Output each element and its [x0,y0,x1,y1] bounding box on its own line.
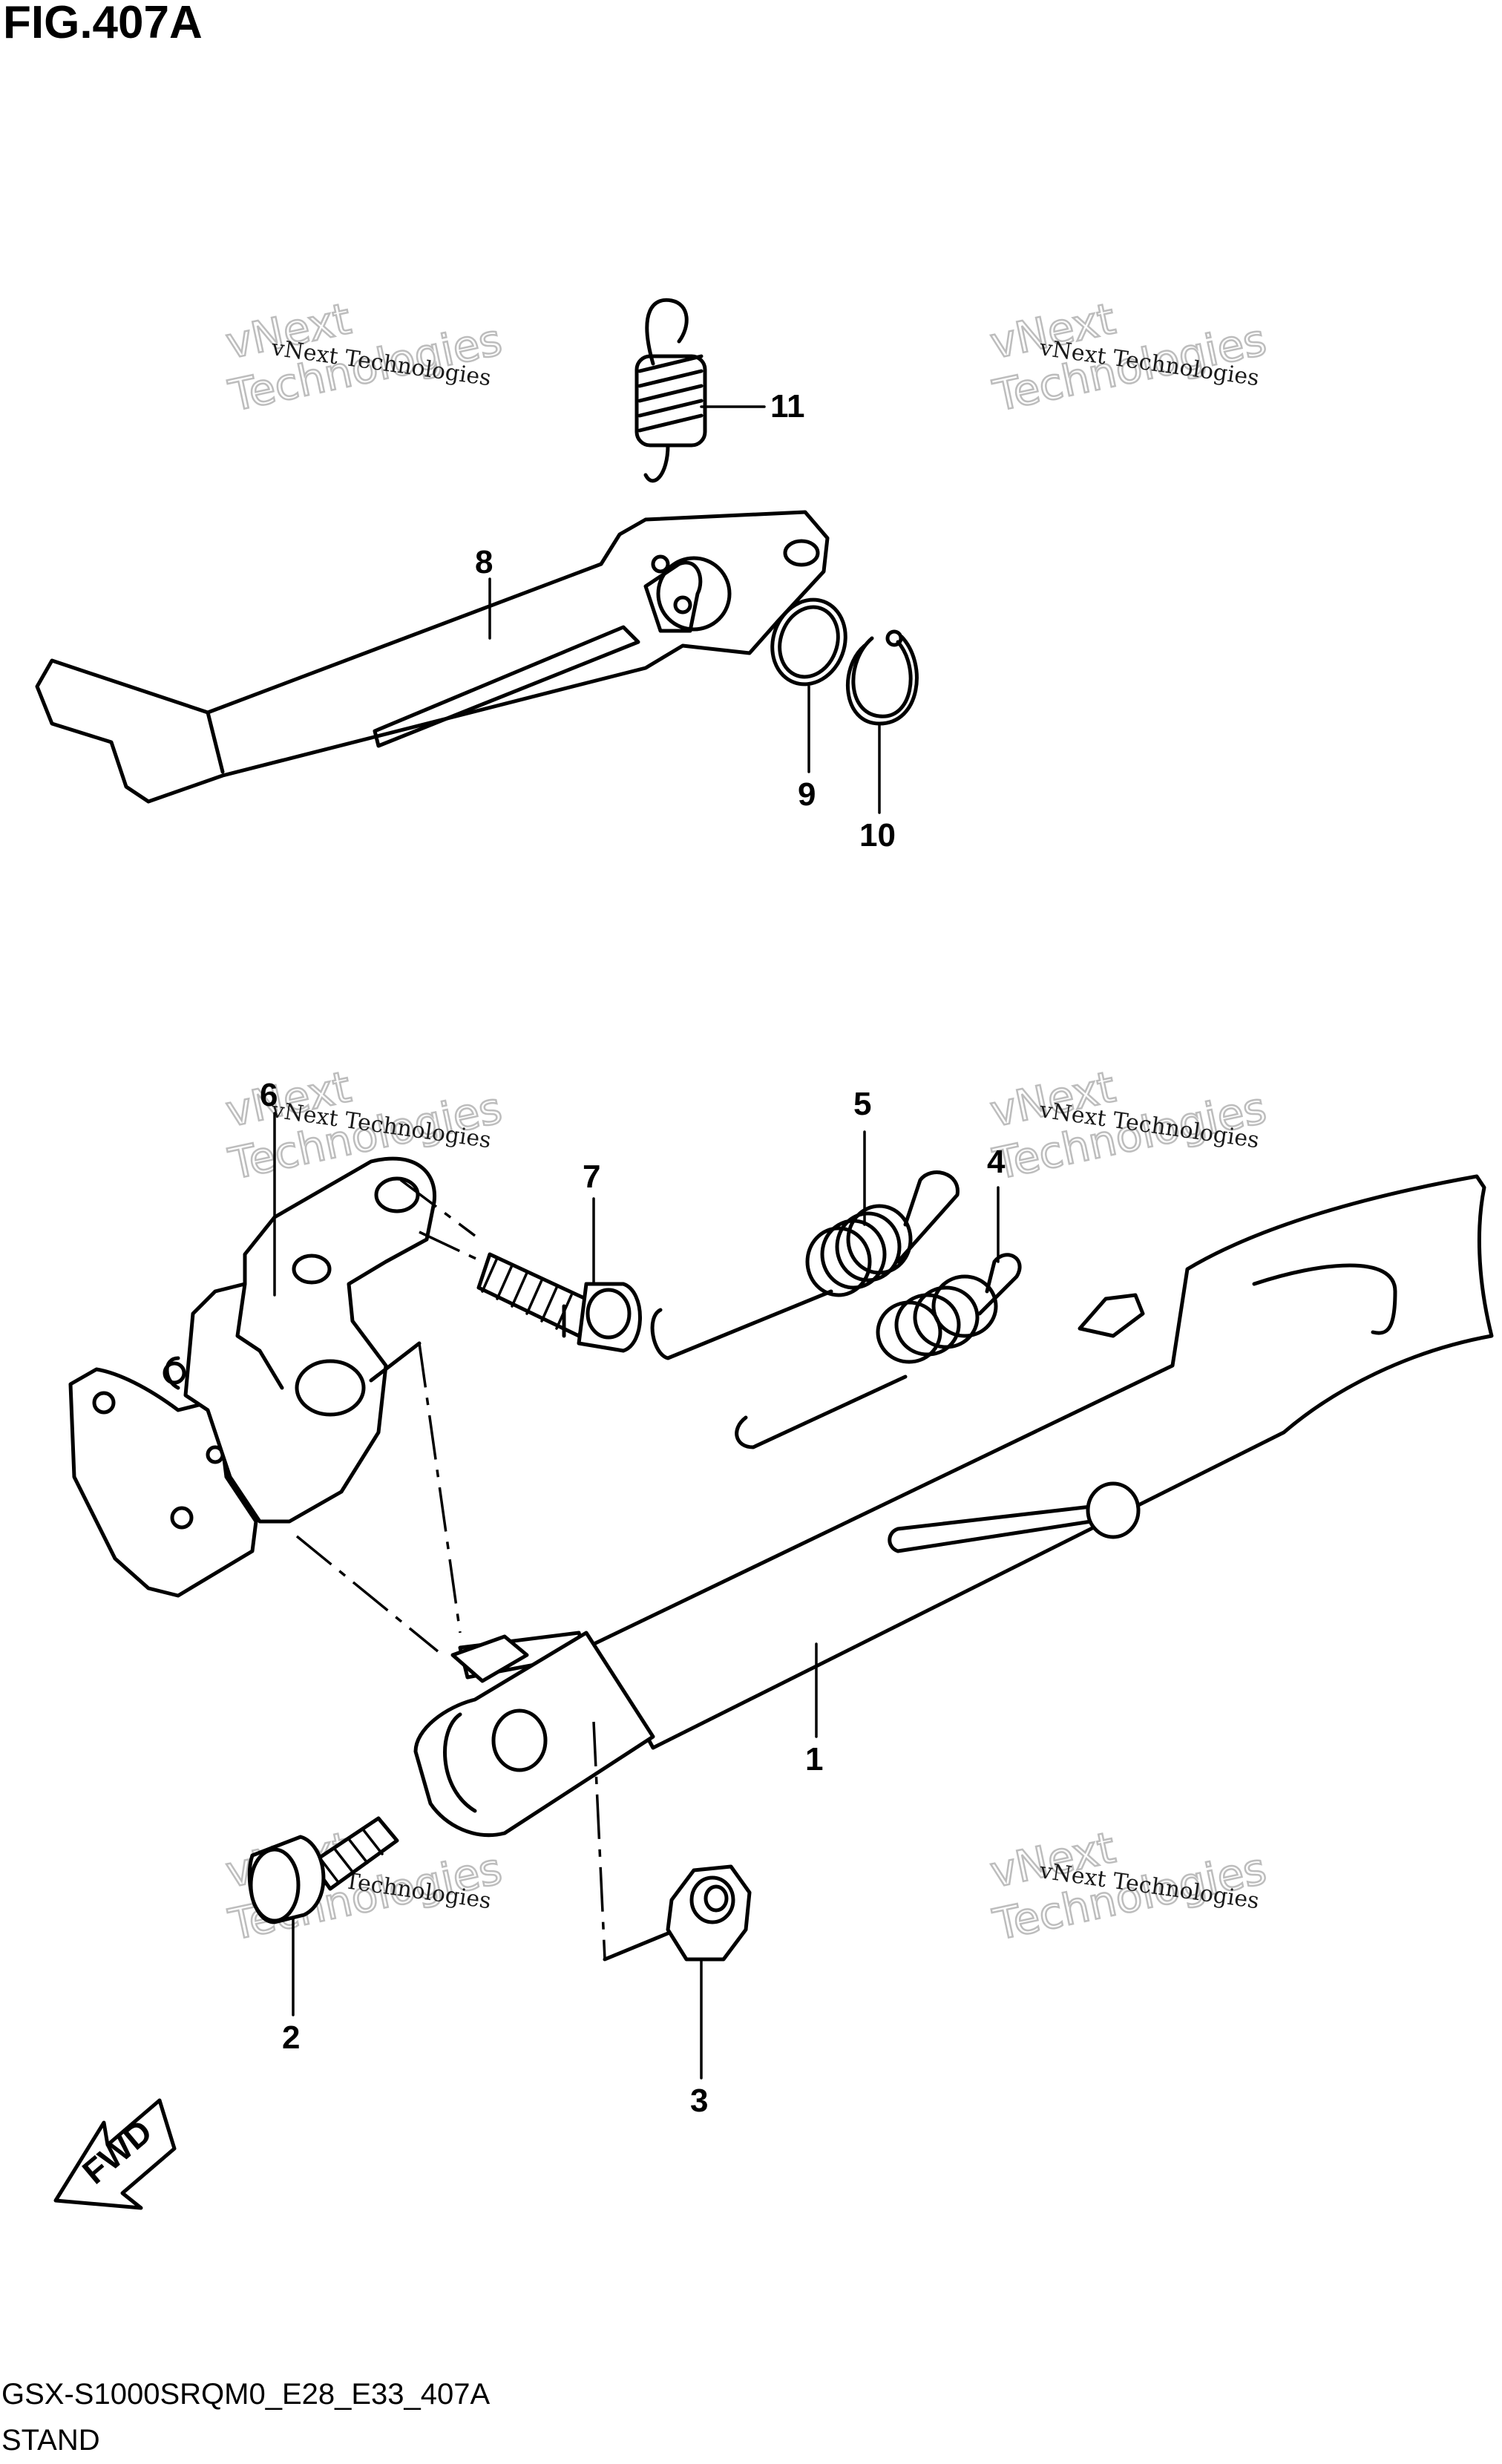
callout-7: 7 [583,1159,600,1195]
part-7-bolt [476,1252,642,1353]
callout-9: 9 [798,776,816,813]
watermark-top-right: vNext Technologies [985,292,1271,422]
callout-11: 11 [770,388,805,425]
part-11-spring [634,298,707,483]
callout-2: 2 [282,2019,300,2056]
part-1-sidestand [413,1174,1494,1838]
figure-code: GSX-S1000SRQM0_E28_E33_407A [1,2378,491,2411]
part-8-lever [35,510,830,804]
callout-1: 1 [805,1741,823,1777]
callout-10: 10 [859,817,896,853]
part-9-washer [770,597,847,687]
part-3-nut [666,1864,752,1962]
callout-5: 5 [853,1086,871,1122]
callout-8: 8 [475,544,493,580]
callout-6: 6 [260,1077,278,1113]
watermark-top-left: vNext Technologies [220,292,507,422]
part-4-spring [735,1253,1022,1449]
figure-title: FIG.407A [3,0,203,48]
figure-name: STAND [1,2424,100,2457]
part-6-bracket [68,1156,437,1598]
part-5-spring [650,1170,960,1360]
part-2-bolt [247,1816,399,1924]
part-10-circlip [845,629,919,726]
fwd-arrow-icon: FWD [53,2098,177,2210]
callout-3: 3 [690,2083,708,2119]
connection-lines [295,1179,670,1962]
callout-4: 4 [987,1144,1006,1180]
leader-lines [273,405,1000,2080]
